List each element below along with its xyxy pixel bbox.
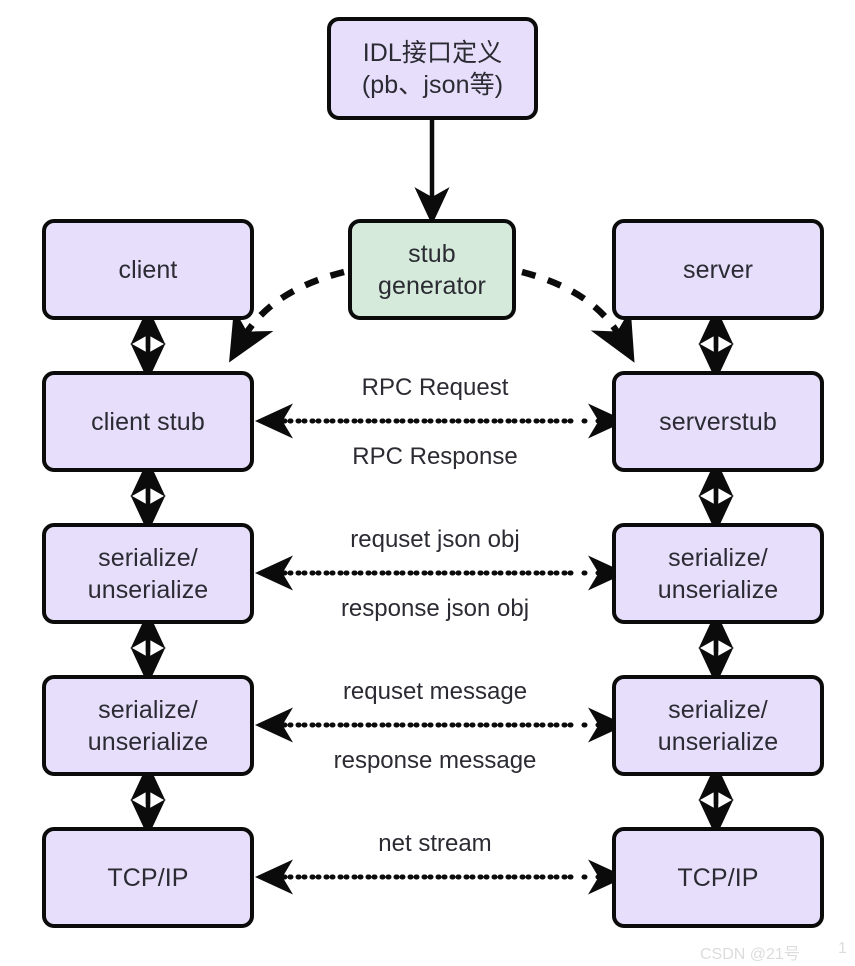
node-server-serialize-unserialize-1[interactable]: serialize/ unserialize <box>612 523 824 624</box>
node-idl-definition[interactable]: IDL接口定义 (pb、json等) <box>327 17 538 120</box>
node-server[interactable]: server <box>612 219 824 320</box>
node-client-serialize-unserialize-2[interactable]: serialize/ unserialize <box>42 675 254 776</box>
node-client-tcpip[interactable]: TCP/IP <box>42 827 254 928</box>
arrow-stub-generator-to-server-stub <box>521 268 635 363</box>
edge-label-rpc-response: RPC Response <box>352 443 518 470</box>
node-stub-generator[interactable]: stub generator <box>348 219 516 320</box>
watermark-page-number: 1 <box>838 940 847 957</box>
watermark-csdn: CSDN @21号 <box>700 946 800 963</box>
edge-label-rpc-request: RPC Request <box>361 374 509 401</box>
node-server-stub[interactable]: serverstub <box>612 371 824 472</box>
node-client[interactable]: client <box>42 219 254 320</box>
edge-label-requset-message: requset message <box>342 678 528 705</box>
edge-label-response-json-obj: response json obj <box>340 595 530 622</box>
node-server-serialize-unserialize-2[interactable]: serialize/ unserialize <box>612 675 824 776</box>
edge-label-response-message: response message <box>333 747 537 774</box>
edge-label-net-stream: net stream <box>378 830 492 857</box>
node-client-serialize-unserialize-1[interactable]: serialize/ unserialize <box>42 523 254 624</box>
node-server-tcpip[interactable]: TCP/IP <box>612 827 824 928</box>
node-client-stub[interactable]: client stub <box>42 371 254 472</box>
edge-label-requset-json-obj: requset json obj <box>350 526 520 553</box>
arrow-stub-generator-to-client-stub <box>229 268 345 363</box>
